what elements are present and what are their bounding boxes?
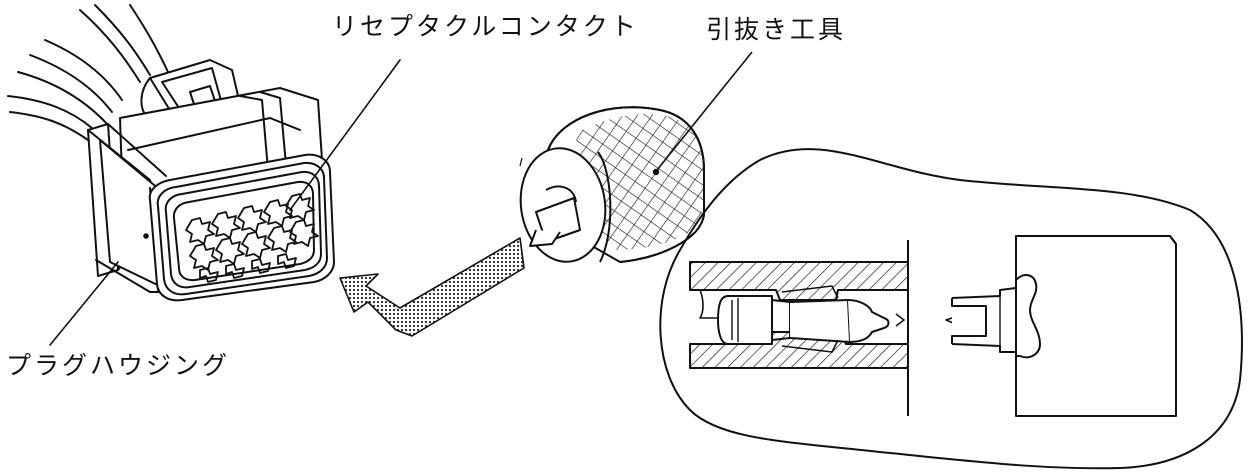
receptacle-contact-label: リセプタクルコンタクト xyxy=(332,12,639,41)
plug-housing-label: プラグハウジング xyxy=(6,351,231,380)
extraction-tool-label: 引抜き工具 xyxy=(706,15,847,44)
plug-housing-drawing xyxy=(7,4,401,346)
extraction-tool-drawing xyxy=(519,51,753,263)
direction-arrow xyxy=(339,237,525,337)
detail-inset xyxy=(659,148,1243,470)
